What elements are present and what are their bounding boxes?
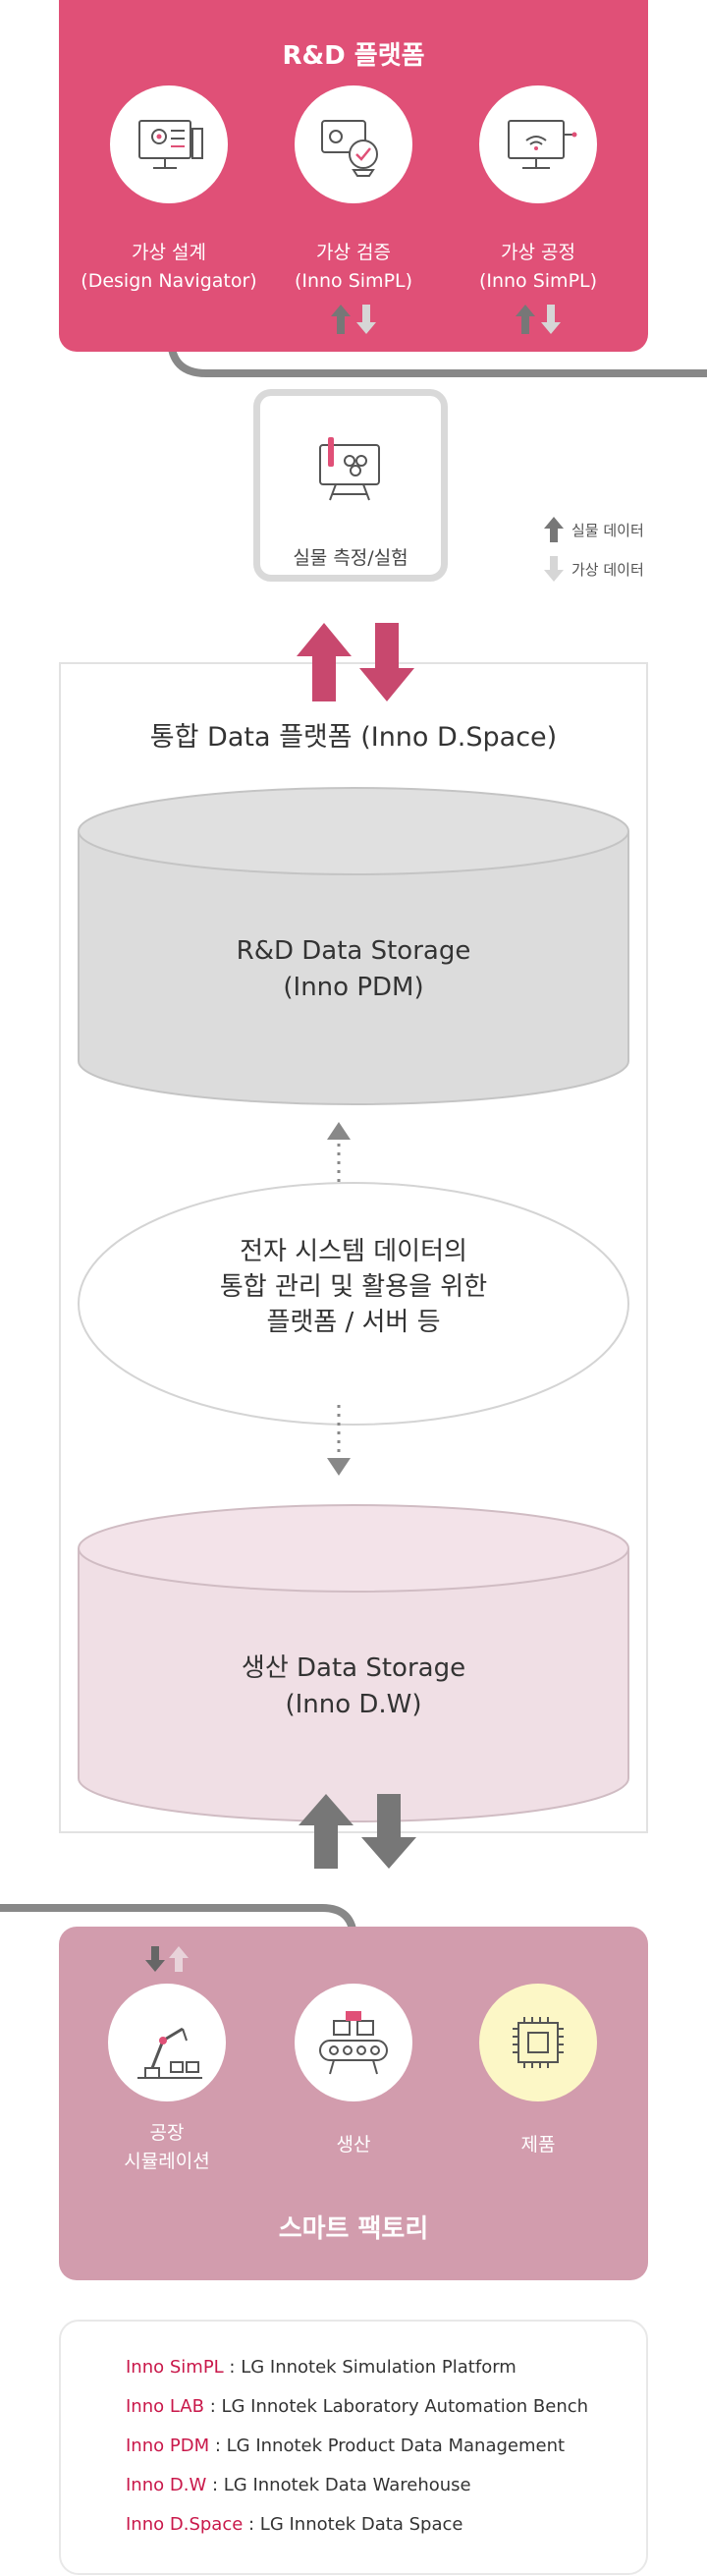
factory-sim-label: 공장 시뮬레이션	[69, 2119, 265, 2176]
glossary-row: Inno PDM : LG Innotek Product Data Manag…	[126, 2436, 565, 2456]
rd-storage-cylinder	[78, 787, 629, 1105]
virtual-data-up-arrow	[169, 1946, 189, 1972]
chip-icon	[513, 2017, 564, 2068]
glossary-row: Inno D.Space : LG Innotek Data Space	[126, 2514, 462, 2535]
legend-real-arrow-icon	[544, 517, 564, 542]
glossary-box: Inno SimPL : LG Innotek Simulation Platf…	[59, 2320, 648, 2575]
prod-storage-cylinder	[78, 1504, 629, 1822]
big-down-arrow	[361, 1794, 416, 1869]
design-label: 가상 설계 (Design Navigator)	[61, 239, 277, 296]
down-dotted-arrow-icon	[327, 1405, 351, 1476]
smart-factory-panel: 공장 시뮬레이션 생산 제품 스마트 팩토리	[59, 1927, 648, 2280]
factory-sim-circle	[108, 1984, 226, 2101]
measurement-box: 실물 측정/실험	[253, 389, 448, 582]
verification-label-en: (Inno SimPL)	[294, 270, 413, 292]
design-monitor-icon	[138, 120, 203, 169]
real-data-up-arrow	[516, 305, 535, 334]
data-platform-title: 통합 Data 플랫폼 (Inno D.Space)	[149, 722, 558, 753]
data-platform-frame: 통합 Data 플랫폼 (Inno D.Space) R&D Data Stor…	[59, 662, 648, 1833]
production-circle	[295, 1984, 412, 2101]
rd-platform-panel: R&D 플랫폼	[59, 0, 648, 352]
glossary-term: Inno PDM	[126, 2436, 210, 2456]
real-data-up-arrow	[331, 305, 351, 334]
design-circle	[110, 85, 228, 203]
experiment-board-icon	[319, 437, 380, 501]
smart-factory-title: 스마트 팩토리	[278, 2214, 429, 2244]
process-data-arrows	[516, 305, 561, 334]
glossary-term: Inno D.W	[126, 2475, 207, 2495]
real-data-down-arrow	[145, 1946, 165, 1972]
design-label-en: (Design Navigator)	[81, 270, 257, 292]
platform-text-line1: 전자 시스템 데이터의	[240, 1237, 467, 1266]
virtual-data-down-arrow	[356, 305, 376, 334]
big-up-arrow	[299, 1794, 354, 1869]
big-up-arrow	[297, 623, 352, 701]
rd-platform-title: R&D 플랫폼	[282, 41, 425, 71]
factory-sim-label-line1: 공장	[149, 2122, 185, 2144]
verification-label: 가상 검증 (Inno SimPL)	[245, 239, 462, 296]
process-monitor-icon	[508, 120, 577, 169]
product-label: 제품	[520, 2134, 556, 2156]
verification-label-ko: 가상 검증	[316, 242, 391, 263]
verification-data-arrows	[331, 305, 376, 334]
platform-text-line2: 통합 관리 및 활용을 위한	[219, 1272, 488, 1302]
platform-text-line3: 플랫폼 / 서버 등	[266, 1308, 441, 1337]
prod-storage-text: 생산 Data Storage (Inno D.W)	[77, 1651, 630, 1723]
glossary-term: Inno LAB	[126, 2396, 204, 2417]
glossary-row: Inno SimPL : LG Innotek Simulation Platf…	[126, 2357, 517, 2378]
robot-arm-icon	[137, 2027, 202, 2079]
prod-storage-line2: (Inno D.W)	[285, 1690, 422, 1719]
conveyor-icon	[319, 2011, 388, 2075]
glossary-row: Inno D.W : LG Innotek Data Warehouse	[126, 2475, 471, 2495]
measurement-data-arrows	[297, 623, 414, 701]
design-label-ko: 가상 설계	[132, 242, 206, 263]
platform-ellipse	[78, 1182, 629, 1426]
big-down-arrow	[359, 623, 414, 701]
verification-circle	[295, 85, 412, 203]
rd-storage-line1: R&D Data Storage	[236, 936, 471, 966]
legend-real-label: 실물 데이터	[571, 522, 644, 539]
factory-sim-data-arrows	[145, 1946, 189, 1972]
prod-storage-line1: 생산 Data Storage	[241, 1653, 466, 1683]
process-label-ko: 가상 공정	[501, 242, 575, 263]
legend-virtual-arrow-icon	[544, 556, 564, 582]
rd-storage-line2: (Inno PDM)	[283, 973, 424, 1002]
glossary-term: Inno D.Space	[126, 2514, 244, 2535]
verification-icon	[321, 120, 378, 177]
glossary-desc: : LG Innotek Product Data Management	[209, 2436, 566, 2456]
process-label-en: (Inno SimPL)	[478, 270, 598, 292]
glossary-desc: : LG Innotek Laboratory Automation Bench	[203, 2396, 589, 2417]
factory-sim-label-line2: 시뮬레이션	[124, 2151, 210, 2172]
up-dotted-arrow-icon	[327, 1122, 351, 1187]
glossary-term: Inno SimPL	[126, 2357, 224, 2378]
measurement-label: 실물 측정/실험	[293, 547, 408, 569]
virtual-data-down-arrow	[541, 305, 561, 334]
legend-virtual-label: 가상 데이터	[571, 561, 644, 579]
process-label: 가상 공정 (Inno SimPL)	[430, 239, 646, 296]
glossary-desc: : LG Innotek Data Space	[243, 2514, 463, 2535]
glossary-desc: : LG Innotek Data Warehouse	[206, 2475, 471, 2495]
product-circle	[479, 1984, 597, 2101]
process-circle	[479, 85, 597, 203]
production-label: 생산	[336, 2134, 371, 2156]
platform-ellipse-text: 전자 시스템 데이터의 통합 관리 및 활용을 위한 플랫폼 / 서버 등	[77, 1234, 630, 1340]
rd-storage-text: R&D Data Storage (Inno PDM)	[77, 933, 630, 1006]
factory-data-arrows	[299, 1794, 416, 1869]
glossary-row: Inno LAB : LG Innotek Laboratory Automat…	[126, 2396, 588, 2417]
glossary-desc: : LG Innotek Simulation Platform	[223, 2357, 517, 2378]
